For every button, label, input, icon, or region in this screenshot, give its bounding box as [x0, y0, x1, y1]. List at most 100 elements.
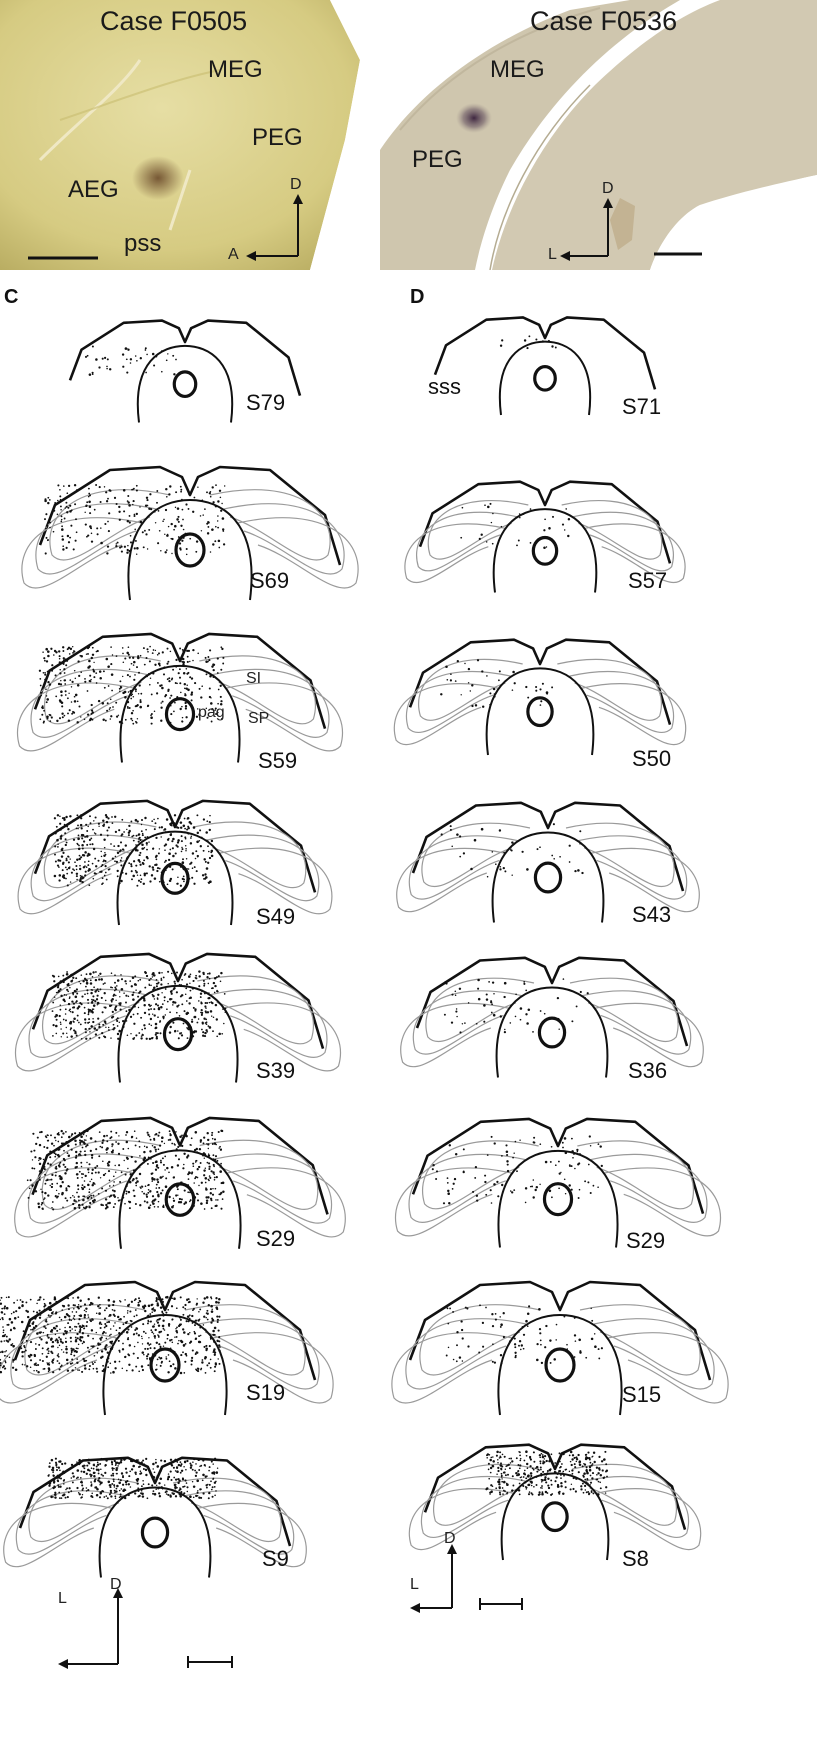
section-d-5-cell: [490, 1011, 493, 1014]
section-c-5-cell: [218, 1032, 221, 1036]
section-d-4-cell: [499, 866, 502, 868]
section-c-7-cell: [13, 1327, 16, 1330]
section-c-7-cell: [35, 1369, 38, 1372]
section-c-8-cell: [81, 1494, 84, 1496]
section-c-8-cell: [56, 1479, 59, 1482]
section-c-7-cell: [106, 1360, 109, 1363]
section-c-3-cell: [119, 680, 122, 683]
section-c-7-cell: [128, 1363, 131, 1366]
section-d-5-cell: [445, 982, 448, 985]
section-c-8-cell: [103, 1496, 106, 1498]
section-c-7-cell: [99, 1303, 101, 1306]
section-c-7-cell: [196, 1298, 198, 1300]
section-c-6-cell: [175, 1194, 178, 1197]
section-c-7-cell: [147, 1304, 151, 1308]
section-c-2-cell: [185, 547, 188, 551]
section-c-4-cell: [111, 816, 113, 818]
section-d-4-cell: [579, 843, 581, 845]
section-c-4-cell: [79, 875, 82, 877]
section-c-7-cell: [191, 1349, 194, 1352]
section-c-5-cell: [205, 1018, 208, 1021]
section-c-3-cell: [112, 706, 114, 708]
section-c-5-cell: [91, 1011, 94, 1014]
section-d-2-cell: [487, 505, 490, 509]
section-c-6-cell: [38, 1159, 40, 1162]
section-c-6-cell: [78, 1203, 81, 1207]
section-c-2-cell: [45, 513, 48, 516]
section-c-8-cell: [167, 1493, 170, 1496]
section-d-6-cell: [533, 1136, 536, 1139]
section-c-4-cell: [208, 856, 212, 860]
section-c-8-cell: [137, 1490, 140, 1492]
section-c-7-cell: [81, 1332, 85, 1335]
section-c-6-cell: [211, 1134, 213, 1137]
section-c-6-cell: [155, 1164, 159, 1167]
section-c-7-cell: [106, 1351, 110, 1354]
section-c-7-cell: [171, 1297, 174, 1300]
section-d-6-cell: [447, 1189, 450, 1193]
section-d-8-cell: [524, 1485, 527, 1488]
section-c-8-cell: [210, 1480, 212, 1483]
section-c-8-cell: [90, 1467, 93, 1469]
section-c-3-cell: [219, 695, 222, 698]
section-c-7-cell: [137, 1341, 139, 1344]
section-c-2-cell: [120, 550, 123, 553]
section-c-4-cell: [97, 859, 100, 862]
section-c-4-cell: [69, 881, 72, 883]
section-d-8-cell: [570, 1483, 573, 1486]
section-c-3-lobe: [212, 668, 330, 738]
section-d-7-cell: [502, 1312, 505, 1315]
section-c-4-cell: [121, 871, 124, 874]
section-c-8-cell: [123, 1489, 126, 1491]
section-c-6-cell: [62, 1206, 64, 1209]
section-c-6-cell: [183, 1189, 186, 1192]
section-c-2-cell: [143, 529, 146, 532]
section-c-5-cell: [116, 1025, 119, 1027]
section-c-5-cell: [84, 978, 87, 981]
section-c-3-cell: [208, 659, 211, 662]
section-d-6-lobe: [577, 1140, 694, 1210]
section-c-3-cell: [60, 694, 63, 697]
section-c-5-cell: [84, 1027, 87, 1031]
section-c-5-cell: [161, 1003, 164, 1005]
section-c-1-cell: [134, 355, 137, 357]
section-c-4-cell: [139, 839, 142, 842]
section-c-4-cell: [111, 857, 115, 860]
section-d-8-cell: [590, 1491, 593, 1493]
section-c-6-cell: [112, 1149, 114, 1152]
section-c-7-cell: [137, 1301, 140, 1304]
section-c-4-cell: [191, 876, 194, 879]
section-d-7-cell: [500, 1323, 503, 1326]
section-c-5-cell: [166, 1008, 168, 1011]
section-c-8-cell: [112, 1472, 115, 1475]
section-c-8-cell: [72, 1475, 75, 1478]
section-c-6-cell: [83, 1139, 86, 1141]
section-c-7-cell: [64, 1329, 67, 1333]
label-meg-b: MEG: [490, 56, 545, 83]
section-c-7-cell: [97, 1342, 100, 1345]
section-c-6-cell: [51, 1183, 54, 1185]
section-d-8-cell: [595, 1466, 599, 1469]
section-c-3-cell: [189, 660, 191, 663]
section-d-8-cell: [527, 1479, 529, 1482]
section-c-4-cell: [138, 854, 141, 857]
section-c-7-cell: [58, 1336, 61, 1339]
section-d-3-cell: [541, 682, 544, 685]
section-c-7-cell: [58, 1362, 61, 1365]
section-c-8-cell: [92, 1464, 95, 1466]
section-d-7-lobe: [391, 1332, 513, 1404]
section-c-4-cell: [87, 860, 90, 863]
section-c-8-cell: [59, 1477, 63, 1480]
section-c-7-cell: [187, 1301, 190, 1304]
section-c-7-cell: [124, 1355, 127, 1359]
section-c-4-cell: [61, 817, 64, 820]
section-c-3-cell: [158, 664, 161, 667]
section-c-2-cell: [139, 506, 141, 508]
section-c-5-cell: [151, 976, 154, 978]
section-c-6-cell: [112, 1206, 115, 1209]
section-d-8-cell: [546, 1469, 549, 1473]
section-c-6-cell: [85, 1135, 88, 1137]
section-d-5-aqueduct: [537, 1016, 567, 1049]
section-c-7-cell: [111, 1346, 114, 1349]
section-c-5-cell: [171, 972, 173, 975]
